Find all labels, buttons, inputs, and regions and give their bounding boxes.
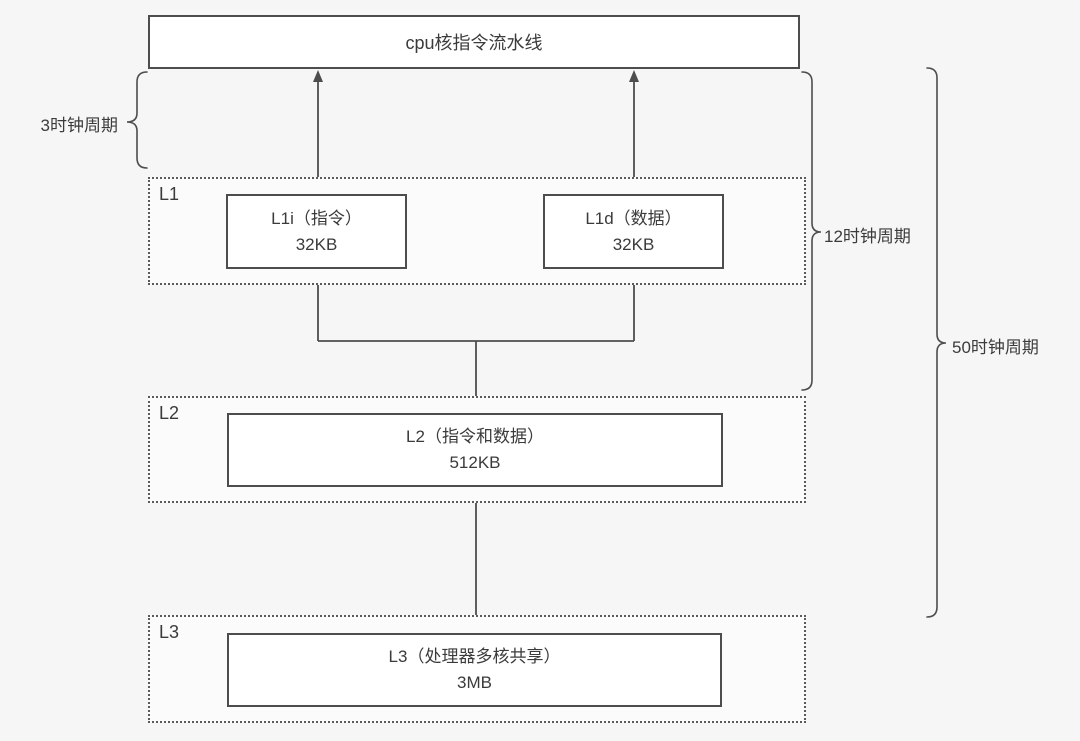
l1-level-label: L1 — [159, 184, 180, 204]
l1-l2-connector — [313, 270, 639, 412]
l2-l3-arrow — [471, 489, 481, 632]
latency-label-50-cycles: 50时钟周期 — [952, 338, 1039, 357]
l1d-cache-size: 32KB — [612, 234, 655, 254]
l2-cache-title: L2（指令和数据） — [406, 427, 544, 446]
l3-cache-size: 3MB — [457, 673, 492, 692]
brace-3-cycles — [126, 71, 148, 169]
l3-cache-title: L3（处理器多核共享） — [388, 647, 561, 666]
l1i-cache-title: L1i（指令） — [271, 208, 362, 228]
l2-cache-box: L2（指令和数据） 512KB — [227, 413, 723, 487]
cpu-pipeline-box: cpu核指令流水线 — [148, 15, 800, 69]
cpu-l1i-double-arrow — [313, 70, 323, 194]
latency-label-3-cycles: 3时钟周期 — [40, 116, 118, 135]
l3-level-label: L3 — [159, 622, 180, 642]
l1i-cache-box: L1i（指令） 32KB — [226, 194, 407, 269]
l1d-cache-box: L1d（数据） 32KB — [543, 194, 724, 269]
l1d-cache-title: L1d（数据） — [585, 208, 682, 228]
l2-level-label: L2 — [159, 403, 180, 423]
l1i-cache-size: 32KB — [295, 234, 338, 254]
l3-cache-box: L3（处理器多核共享） 3MB — [227, 633, 722, 707]
brace-50-cycles — [926, 67, 947, 618]
latency-label-12-cycles: 12时钟周期 — [824, 227, 911, 246]
cpu-pipeline-label: cpu核指令流水线 — [405, 33, 543, 53]
cpu-l1d-double-arrow — [629, 70, 639, 194]
l2-cache-size: 512KB — [449, 453, 501, 472]
